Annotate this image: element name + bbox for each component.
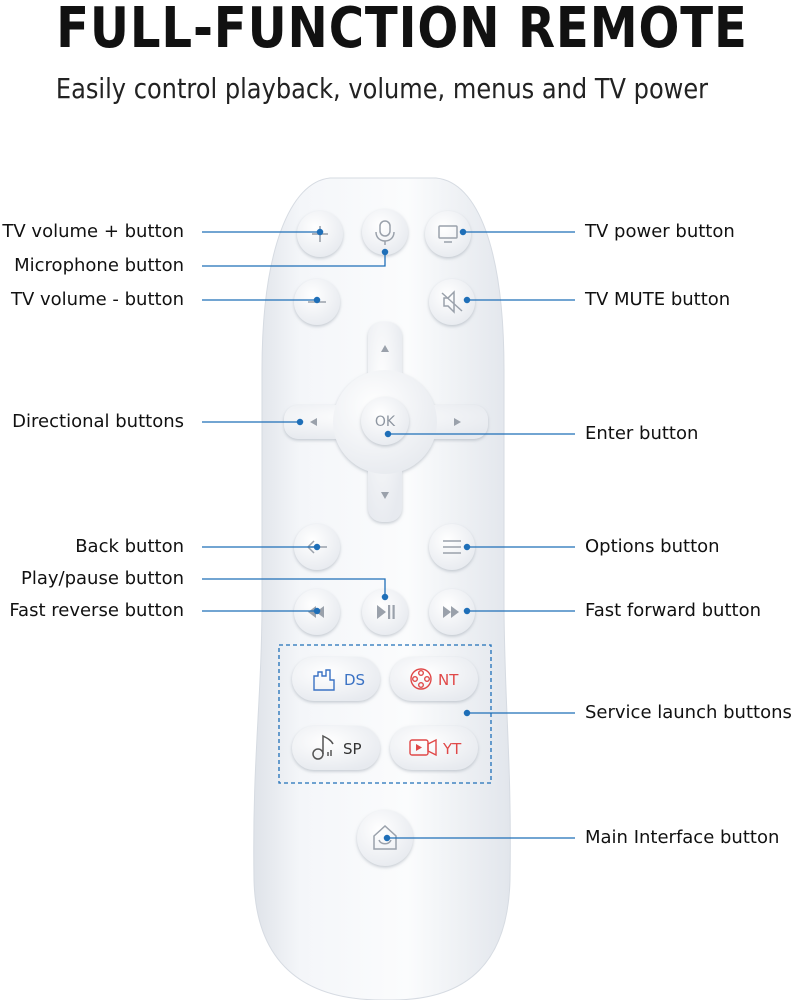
play-pause-button[interactable] <box>362 589 408 635</box>
service-launch-group-outline <box>278 644 492 784</box>
speaker-mute-icon <box>441 290 463 314</box>
label-microphone: Microphone button <box>14 255 184 276</box>
ok-button[interactable]: OK <box>361 397 409 445</box>
directional-pad[interactable] <box>284 322 488 522</box>
play-pause-icon <box>377 605 395 619</box>
ds-button[interactable]: DS <box>292 657 380 701</box>
label-tv-volume-minus: TV volume - button <box>10 289 184 310</box>
arrow-up-icon[interactable] <box>381 345 389 352</box>
page-subtitle: Easily control playback, volume, menus a… <box>55 72 709 105</box>
microphone-button[interactable] <box>362 209 408 255</box>
label-fast-forward: Fast forward button <box>585 600 761 621</box>
label-directional: Directional buttons <box>12 411 184 432</box>
label-play-pause: Play/pause button <box>20 568 184 589</box>
home-icon <box>373 824 397 850</box>
remote-body <box>253 177 511 1000</box>
label-tv-power: TV power button <box>585 221 735 242</box>
ok-button-label: OK <box>375 414 396 430</box>
nt-button[interactable]: NT <box>390 657 478 701</box>
sp-label: SP <box>343 740 362 758</box>
film-reel-icon <box>410 668 432 690</box>
yt-label: YT <box>442 740 462 758</box>
yt-button[interactable]: YT <box>390 726 478 770</box>
tv-icon <box>438 225 458 243</box>
menu-lines-icon <box>443 540 461 554</box>
label-enter: Enter button <box>585 423 699 444</box>
video-camera-icon <box>409 738 437 757</box>
tv-power-button[interactable] <box>425 211 471 257</box>
microphone-icon <box>375 220 395 245</box>
fast-forward-button[interactable] <box>429 589 475 635</box>
nt-label: NT <box>438 671 459 689</box>
mute-button[interactable] <box>429 279 475 325</box>
castle-icon <box>313 669 335 691</box>
label-options: Options button <box>585 536 720 557</box>
arrow-right-small-icon[interactable] <box>454 418 461 426</box>
label-tv-mute: TV MUTE button <box>585 289 731 310</box>
leader-lines <box>202 228 575 842</box>
sp-button[interactable]: SP <box>292 726 380 770</box>
label-main-interface: Main Interface button <box>585 827 780 848</box>
arrow-down-icon[interactable] <box>381 492 389 499</box>
ds-label: DS <box>344 671 365 689</box>
arrow-left-small-icon[interactable] <box>310 418 317 426</box>
label-back: Back button <box>75 536 184 557</box>
label-service-launch: Service launch buttons <box>585 702 792 723</box>
music-note-icon <box>312 734 334 760</box>
label-fast-reverse: Fast reverse button <box>9 600 184 621</box>
label-tv-volume-plus: TV volume + button <box>2 221 184 242</box>
page-title: FULL-FUNCTION REMOTE <box>56 0 748 61</box>
options-button[interactable] <box>429 524 475 570</box>
fast-forward-icon <box>443 606 459 618</box>
